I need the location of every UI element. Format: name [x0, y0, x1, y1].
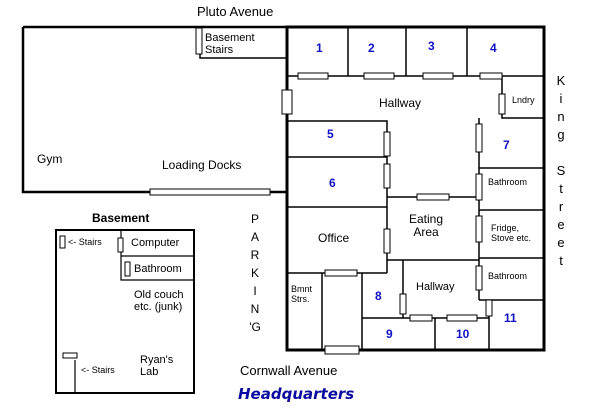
label-line: Stove etc. — [491, 232, 532, 243]
old-couch-label: Old couch etc. (junk) — [134, 289, 184, 313]
label-line: etc. (junk) — [134, 301, 183, 314]
bathroom-east-label: Bathroom — [488, 177, 528, 187]
computer-label: Computer — [131, 237, 180, 249]
room-number: 4 — [490, 41, 497, 55]
room-number: 2 — [368, 41, 375, 55]
label-line: Bmnt — [291, 284, 313, 294]
ryans-lab-label: Ryan's Lab — [140, 354, 173, 378]
room-number: 9 — [386, 327, 393, 341]
room-number: 3 — [428, 39, 435, 53]
label-line: Fridge, — [491, 223, 520, 233]
label-line: Lab — [140, 366, 159, 379]
room-number: 7 — [503, 138, 510, 152]
label-line: Old couch — [134, 289, 184, 301]
room-number: 5 — [327, 127, 334, 141]
label-line: Strs. — [291, 293, 310, 304]
street-letter: S — [556, 163, 566, 178]
parking-label: P A R K I N 'G — [248, 210, 262, 336]
parking-letter: P — [250, 212, 259, 226]
north-street-label: Pluto Avenue — [197, 4, 274, 19]
basement-outline — [55, 229, 195, 394]
street-letter: g — [557, 127, 565, 142]
main-building-outline — [285, 25, 546, 352]
parking-letter: I — [253, 284, 257, 298]
street-letter: e — [557, 235, 565, 250]
east-street-label: K i n g S t r e e t — [554, 72, 568, 270]
street-letter: e — [557, 217, 565, 232]
basement-stairs-top-label: <- Stairs — [68, 237, 102, 247]
basement-bathroom-label: Bathroom — [134, 263, 182, 275]
room-number: 6 — [329, 176, 336, 190]
door-markers — [59, 27, 506, 359]
street-letter: t — [559, 253, 563, 268]
room-number: 1 — [316, 41, 323, 55]
street-letter: t — [559, 181, 563, 196]
parking-letter: A — [250, 230, 259, 244]
street-letter — [554, 144, 568, 162]
street-letter: i — [559, 91, 563, 106]
street-letter: n — [557, 109, 565, 124]
bmnt-strs-label: Bmnt Strs. — [291, 284, 313, 305]
parking-letter: 'G — [249, 320, 261, 334]
eating-area-label: Eating Area — [409, 212, 444, 240]
label-line: Eating — [409, 212, 444, 226]
loading-docks-label: Loading Docks — [162, 158, 242, 172]
hallway-bottom-label: Hallway — [416, 281, 455, 293]
room-number: 10 — [456, 327, 470, 341]
hallway-top-label: Hallway — [379, 96, 422, 110]
basement-stairs-bottom-label: <- Stairs — [81, 365, 115, 375]
label-line: Stairs — [205, 44, 234, 57]
label-line: Basement — [205, 32, 255, 44]
label-line: Ryan's — [140, 354, 174, 366]
street-letter: K — [556, 73, 566, 88]
south-street-label: Cornwall Avenue — [240, 363, 338, 378]
street-letter: r — [558, 199, 564, 214]
basement-title: Basement — [92, 211, 150, 225]
label-line: Area — [413, 225, 439, 240]
headquarters-title: Headquarters — [238, 385, 355, 403]
basement-stairs-label: Basement Stairs — [205, 32, 255, 56]
parking-letter: R — [250, 248, 260, 262]
parking-letter: N — [250, 302, 260, 316]
laundry-label: Lndry — [512, 95, 535, 105]
bathroom-south-label: Bathroom — [488, 271, 528, 281]
gym-label: Gym — [37, 152, 63, 166]
room-number: 8 — [375, 289, 382, 303]
fridge-stove-label: Fridge, Stove etc. — [491, 223, 532, 244]
room-number: 11 — [504, 311, 517, 325]
parking-letter: K — [250, 266, 259, 280]
office-label: Office — [318, 231, 350, 245]
